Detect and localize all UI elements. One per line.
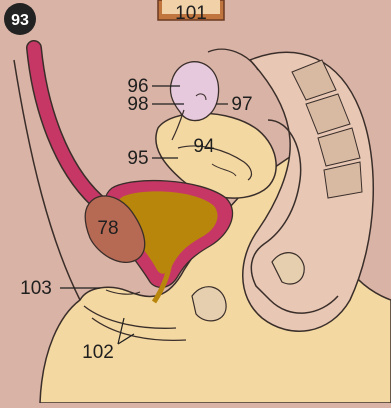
top-fragment: 101	[158, 0, 224, 24]
figure-badge: 93	[4, 3, 36, 35]
label-95: 95	[127, 148, 148, 169]
label-101: 101	[175, 3, 207, 24]
bone-island-2	[192, 287, 226, 321]
label-97: 97	[231, 94, 252, 115]
label-98: 98	[127, 94, 148, 115]
label-103: 103	[20, 278, 52, 299]
figure-number: 93	[11, 12, 29, 29]
label-102: 102	[82, 342, 114, 363]
label-78: 78	[97, 218, 118, 239]
label-94: 94	[193, 136, 215, 157]
